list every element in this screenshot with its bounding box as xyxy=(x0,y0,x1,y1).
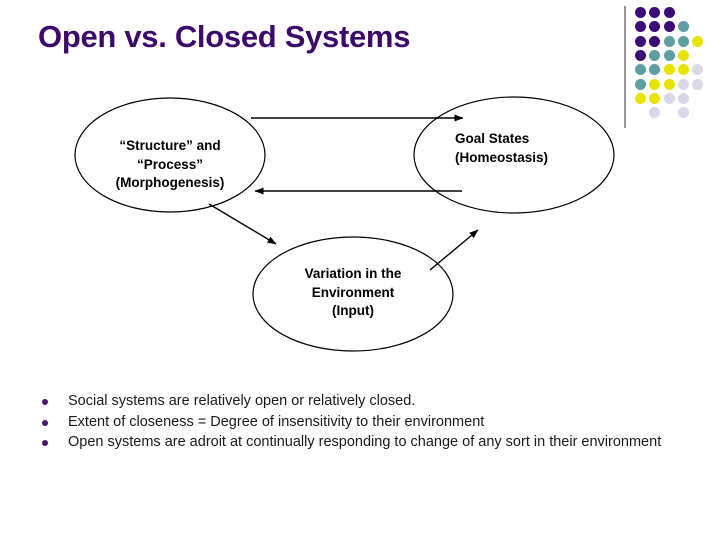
ellipse-label-structure-process: “Structure” and“Process”(Morphogenesis) xyxy=(115,138,225,190)
dot-grid-dot xyxy=(692,64,704,76)
bullet-list: Social systems are relatively open or re… xyxy=(36,392,686,454)
dot-grid-dot xyxy=(649,21,661,33)
ellipse-structure-process xyxy=(74,97,266,213)
dot-grid-dot xyxy=(663,35,675,47)
list-item-text: Extent of closeness = Degree of insensit… xyxy=(68,413,485,430)
list-item: Social systems are relatively open or re… xyxy=(36,392,686,412)
dot-grid-dot xyxy=(677,35,689,47)
list-item-text: Social systems are relatively open or re… xyxy=(68,393,416,409)
list-item: Extent of closeness = Degree of insensit… xyxy=(36,413,686,433)
diagram-shapes xyxy=(74,96,615,352)
dot-grid-dot xyxy=(663,49,675,61)
dot-grid-dot xyxy=(677,107,689,119)
ellipse-goal-states xyxy=(413,96,615,214)
systems-diagram: “Structure” and“Process”(Morphogenesis) … xyxy=(0,80,660,380)
list-item-text: Open systems are adroit at continually r… xyxy=(68,434,662,450)
arrow-variation-to-goal xyxy=(429,229,479,271)
dot-grid-dot xyxy=(677,64,689,76)
dot-grid-dot xyxy=(635,21,646,33)
dot-grid-dot xyxy=(649,35,661,47)
vertical-divider-line xyxy=(624,6,626,128)
dot-grid-dot xyxy=(663,21,675,33)
dot-grid-dot xyxy=(635,49,646,61)
decorative-dot-grid xyxy=(620,2,718,134)
dot-grid-dot xyxy=(663,78,675,90)
dot-grid-dot xyxy=(663,7,675,18)
bullet-point-icon xyxy=(42,419,48,426)
dot-grid-dot xyxy=(677,92,689,104)
dot-grid-dot xyxy=(649,7,661,18)
ellipse-label-goal-states: Goal States(Homeostasis) xyxy=(455,131,549,165)
dot-grid-dot xyxy=(677,78,689,90)
dot-grid-dot xyxy=(692,78,704,90)
dot-grid-dot xyxy=(649,49,661,61)
bullet-point-icon xyxy=(42,440,48,446)
dot-grid-dot xyxy=(677,49,689,61)
dot-grid-dot xyxy=(692,35,704,47)
dot-grid-dot xyxy=(663,64,675,76)
dot-grid-dot xyxy=(635,78,646,90)
dot-grid-dot xyxy=(663,92,675,104)
dot-grid-dot xyxy=(635,92,646,104)
bullet-point-icon xyxy=(42,399,48,405)
dot-grid-dot xyxy=(649,92,661,104)
page-title: Open vs. Closed Systems xyxy=(38,19,411,54)
dot-grid-dot xyxy=(649,78,661,90)
dot-grid-dot xyxy=(635,64,646,76)
dot-grid-dot xyxy=(635,7,646,18)
dot-grid-dot xyxy=(649,64,661,76)
dot-grid-dot xyxy=(635,35,646,47)
arrow-structure-to-variation xyxy=(208,203,277,245)
dot-grid-dot xyxy=(677,21,689,33)
dot-grid-dot xyxy=(649,107,661,119)
list-item: Open systems are adroit at continually r… xyxy=(36,433,686,453)
ellipse-variation-environment xyxy=(252,236,454,352)
dot-grid-dots xyxy=(635,7,715,132)
